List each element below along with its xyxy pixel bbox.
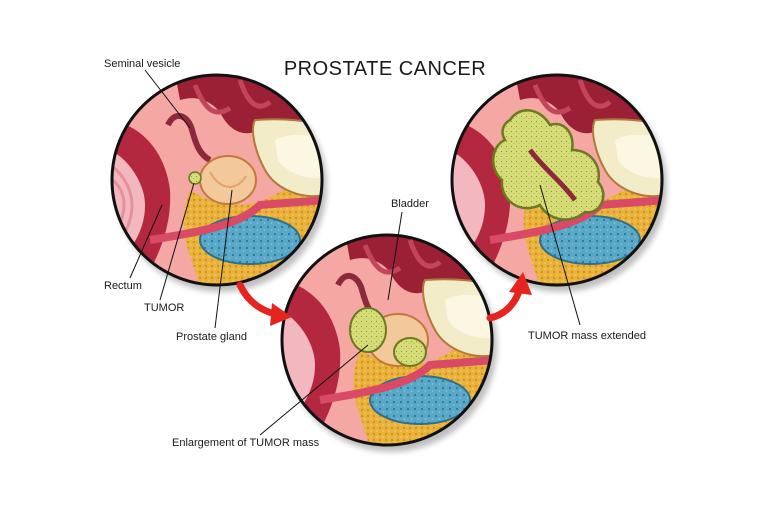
label-prostate-gland: Prostate gland <box>176 331 247 343</box>
arrow-stage-1-to-2 <box>236 281 292 326</box>
page-title: PROSTATE CANCER <box>283 58 487 80</box>
label-rectum: Rectum <box>104 280 142 292</box>
label-tumor: TUMOR <box>144 302 185 314</box>
label-tumor-mass-extended: TUMOR mass extended <box>528 330 646 342</box>
leader-lines <box>129 69 581 436</box>
label-enlargement-of-tumor-mass: Enlargement of TUMOR mass <box>172 437 320 449</box>
label-bladder: Bladder <box>391 198 429 210</box>
arrow-stage-2-to-3 <box>486 272 532 322</box>
label-seminal-vesicle: Seminal vesicle <box>104 58 181 70</box>
